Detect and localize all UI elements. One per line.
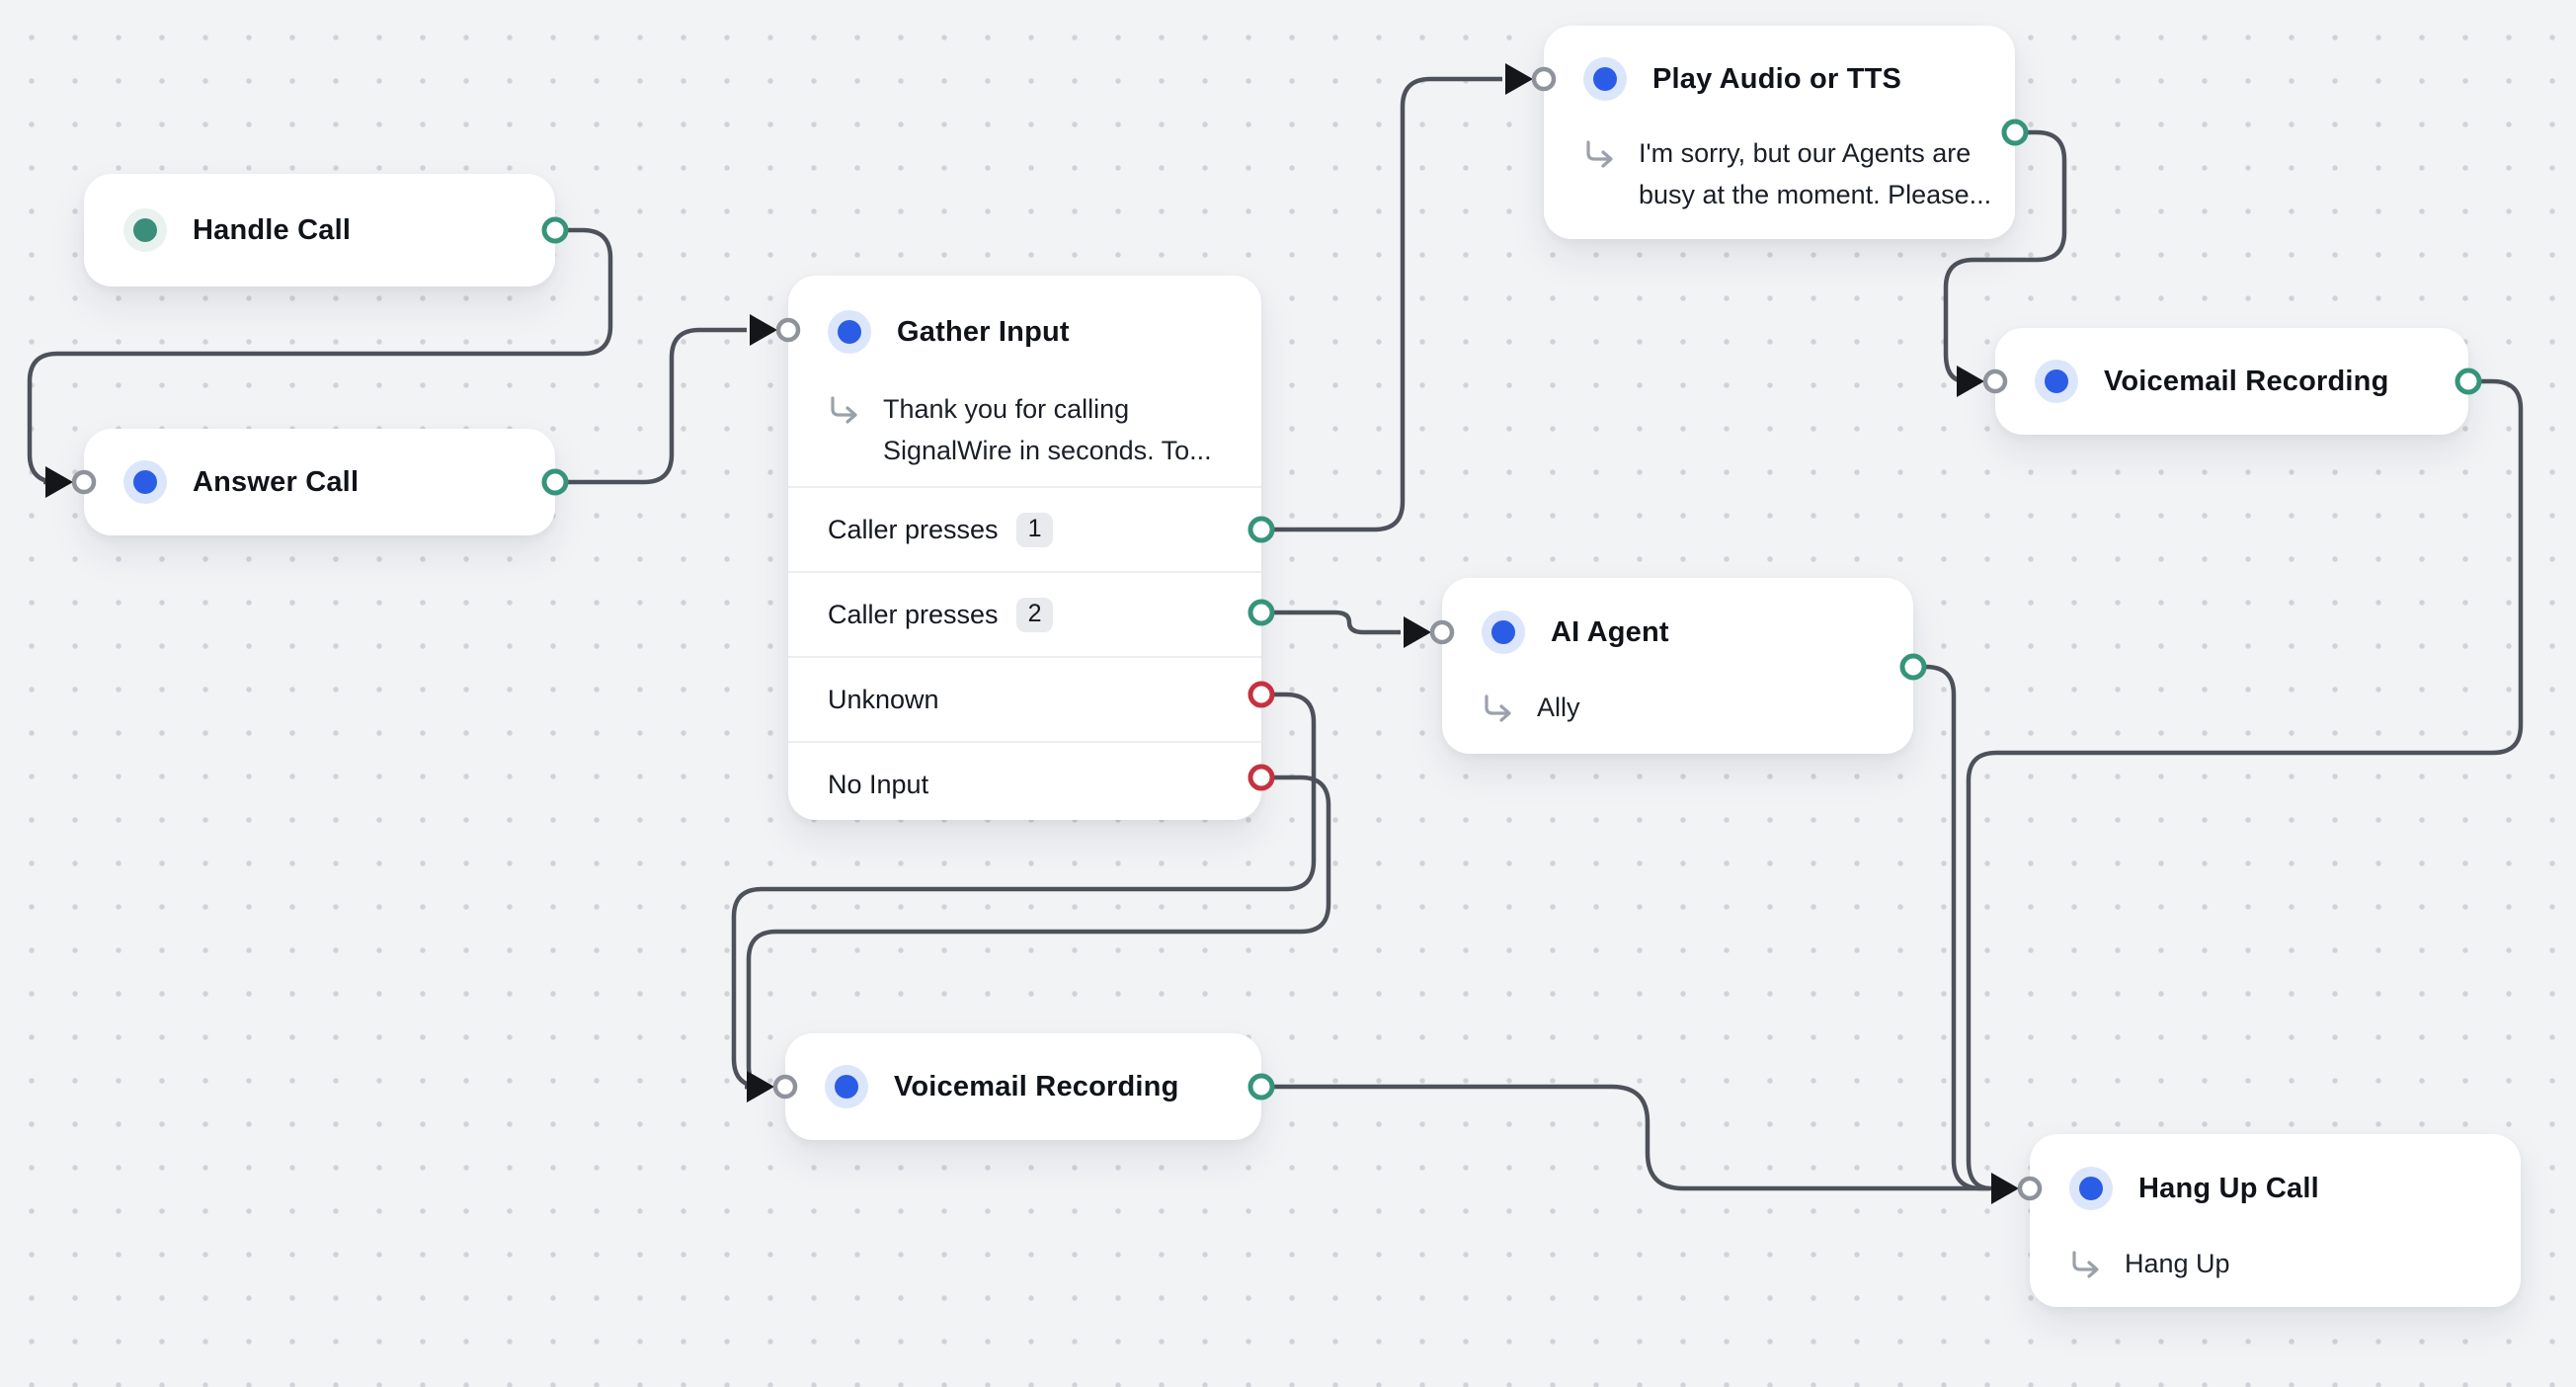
output-port-answer-call[interactable] bbox=[544, 471, 566, 493]
node-subtitle: Hang Up bbox=[2030, 1243, 2521, 1284]
hang-up-icon bbox=[2069, 1167, 2113, 1210]
output-port-ai-agent[interactable] bbox=[1902, 656, 1924, 678]
gather-row-caller-presses-2: Caller presses 2 bbox=[788, 571, 1261, 656]
output-port-voicemail-recording-right[interactable] bbox=[2457, 370, 2479, 392]
edge-voicemail-right-to-hang-up[interactable] bbox=[1969, 381, 2521, 1188]
handle-call-icon bbox=[123, 208, 167, 252]
output-port-handle-call[interactable] bbox=[544, 219, 566, 241]
node-handle-call[interactable]: Handle Call bbox=[84, 174, 555, 286]
gather-row-no-input: No Input bbox=[788, 741, 1261, 826]
node-title: AI Agent bbox=[1551, 616, 1669, 649]
output-port-voicemail-recording-bottom[interactable] bbox=[1250, 1076, 1272, 1098]
digit-badge: 1 bbox=[1016, 513, 1054, 547]
output-port-play-audio-or-tts[interactable] bbox=[2004, 122, 2026, 143]
edge-caller-presses-1-to-play-audio[interactable] bbox=[1261, 79, 1502, 530]
gather-row-unknown: Unknown bbox=[788, 656, 1261, 741]
edge-voicemail-bottom-to-hang-up[interactable] bbox=[1261, 1087, 1989, 1188]
node-subtitle: Thank you for calling SignalWire in seco… bbox=[788, 388, 1261, 471]
input-port-voicemail-recording-right[interactable] bbox=[1985, 371, 2005, 391]
input-port-answer-call[interactable] bbox=[74, 472, 94, 492]
node-title: Answer Call bbox=[193, 466, 359, 499]
digit-badge: 2 bbox=[1016, 598, 1054, 632]
output-port-gather-unknown[interactable] bbox=[1250, 684, 1272, 705]
turn-arrow-icon bbox=[828, 395, 859, 427]
edge-caller-presses-2-to-ai-agent[interactable] bbox=[1261, 612, 1401, 632]
gather-input-icon bbox=[828, 310, 871, 354]
input-port-ai-agent[interactable] bbox=[1432, 622, 1452, 642]
input-port-play-audio-or-tts-arrow[interactable] bbox=[1505, 63, 1533, 95]
node-title: Play Audio or TTS bbox=[1652, 63, 1901, 96]
node-answer-call[interactable]: Answer Call bbox=[84, 429, 555, 535]
node-subtitle: I'm sorry, but our Agents are busy at th… bbox=[1544, 132, 2015, 215]
turn-arrow-icon bbox=[1482, 694, 1513, 725]
node-voicemail-recording-right[interactable]: Voicemail Recording bbox=[1995, 328, 2468, 435]
output-port-gather-caller-presses-2[interactable] bbox=[1250, 602, 1272, 623]
input-port-play-audio-or-tts[interactable] bbox=[1534, 69, 1554, 89]
edge-ai-agent-to-hang-up[interactable] bbox=[1913, 667, 1989, 1188]
node-ai-agent[interactable]: AI Agent Ally bbox=[1442, 578, 1913, 754]
node-title: Voicemail Recording bbox=[2104, 366, 2389, 398]
node-hang-up-call[interactable]: Hang Up Call Hang Up bbox=[2030, 1134, 2521, 1307]
output-port-gather-no-input[interactable] bbox=[1250, 767, 1272, 788]
input-port-hang-up-call[interactable] bbox=[2020, 1179, 2040, 1198]
input-port-voicemail-recording-bottom-arrow[interactable] bbox=[747, 1071, 774, 1102]
node-subtitle: Ally bbox=[1442, 687, 1913, 728]
output-port-gather-caller-presses-1[interactable] bbox=[1250, 519, 1272, 540]
input-port-gather-input-arrow[interactable] bbox=[750, 314, 777, 346]
turn-arrow-icon bbox=[1583, 139, 1615, 171]
input-port-ai-agent-arrow[interactable] bbox=[1404, 616, 1431, 648]
voicemail-icon bbox=[2035, 360, 2078, 403]
node-title: Hang Up Call bbox=[2138, 1173, 2319, 1205]
input-port-answer-call-arrow[interactable] bbox=[45, 466, 73, 498]
turn-arrow-icon bbox=[2069, 1250, 2101, 1281]
node-play-audio-or-tts[interactable]: Play Audio or TTS I'm sorry, but our Age… bbox=[1544, 26, 2015, 239]
node-title: Handle Call bbox=[193, 214, 351, 247]
input-port-hang-up-call-arrow[interactable] bbox=[1991, 1173, 2019, 1204]
answer-call-icon bbox=[123, 460, 167, 504]
node-title: Voicemail Recording bbox=[894, 1071, 1179, 1103]
gather-row-caller-presses-1: Caller presses 1 bbox=[788, 486, 1261, 571]
node-gather-input[interactable]: Gather Input Thank you for calling Signa… bbox=[788, 276, 1261, 820]
input-port-gather-input[interactable] bbox=[778, 320, 798, 340]
play-audio-icon bbox=[1583, 57, 1627, 101]
node-voicemail-recording-bottom[interactable]: Voicemail Recording bbox=[785, 1033, 1261, 1140]
voicemail-icon bbox=[825, 1065, 868, 1108]
input-port-voicemail-recording-right-arrow[interactable] bbox=[1957, 366, 1984, 397]
input-port-voicemail-recording-bottom[interactable] bbox=[775, 1077, 795, 1097]
ai-agent-icon bbox=[1482, 611, 1525, 654]
node-title: Gather Input bbox=[897, 316, 1070, 349]
